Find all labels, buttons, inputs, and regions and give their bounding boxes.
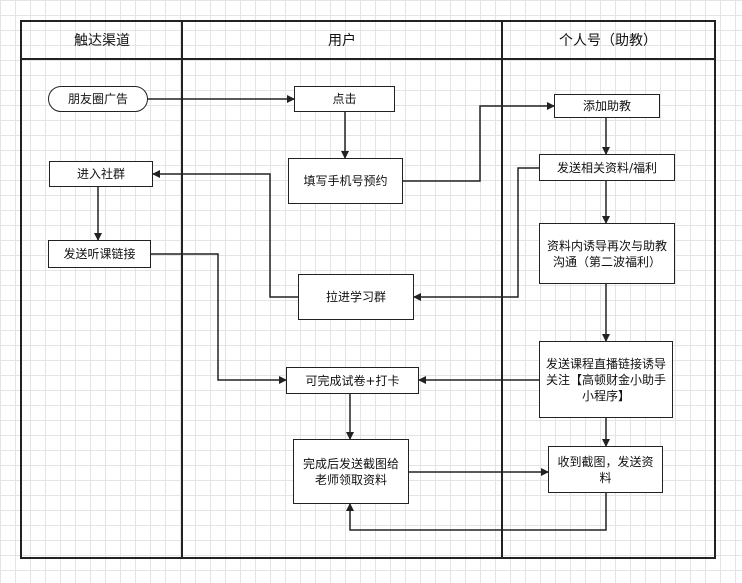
lane-header-channel: 触达渠道 — [22, 22, 182, 60]
node-receive-send: 收到截图，发送资料 — [548, 446, 663, 493]
node-fill-phone: 填写手机号预约 — [288, 158, 403, 204]
lane-divider — [181, 22, 183, 557]
lane-header-assistant: 个人号（助教） — [502, 22, 714, 60]
node-guide-again: 资料内诱导再次与助教沟通（第二波福利） — [539, 223, 675, 284]
lane-header-user: 用户 — [182, 22, 502, 60]
node-moments-ad: 朋友圈广告 — [48, 86, 148, 112]
node-send-link: 发送听课链接 — [48, 240, 151, 268]
node-screenshot: 完成后发送截图给老师领取资料 — [293, 439, 409, 504]
node-live-link: 发送课程直播链接诱导关注【高顿财金小助手小程序】 — [539, 341, 673, 418]
node-add-assistant: 添加助教 — [554, 94, 660, 118]
node-pull-group: 拉进学习群 — [298, 274, 414, 320]
node-click: 点击 — [294, 86, 395, 112]
node-send-materials: 发送相关资料/福利 — [539, 154, 675, 181]
node-join-group: 进入社群 — [49, 161, 153, 187]
node-quiz-checkin: 可完成试卷+打卡 — [286, 367, 419, 394]
lane-divider — [501, 22, 503, 557]
